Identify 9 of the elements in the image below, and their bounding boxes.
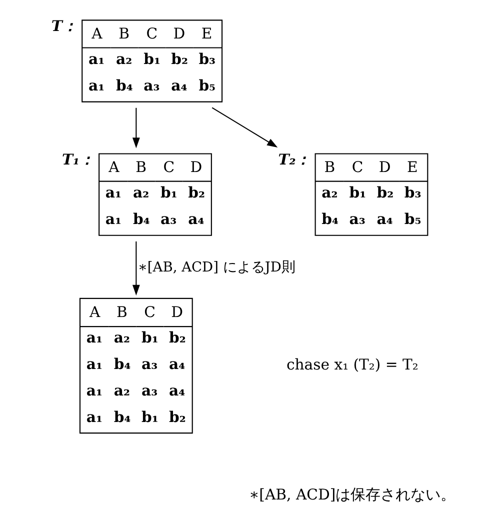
node-label: T：: [50, 18, 77, 35]
node-label: T₂：: [278, 151, 310, 168]
label: chase x₁ (T₂) = T₂: [286, 356, 418, 374]
label: ∗[AB, ACD]は保存されない。: [248, 486, 456, 504]
arrow: [132, 107, 140, 148]
arrow: [211, 106, 278, 148]
edge-label: ∗[AB, ACD] によるJD則: [138, 258, 295, 275]
arrow: [132, 240, 140, 295]
node-label: T₁：: [61, 151, 94, 168]
